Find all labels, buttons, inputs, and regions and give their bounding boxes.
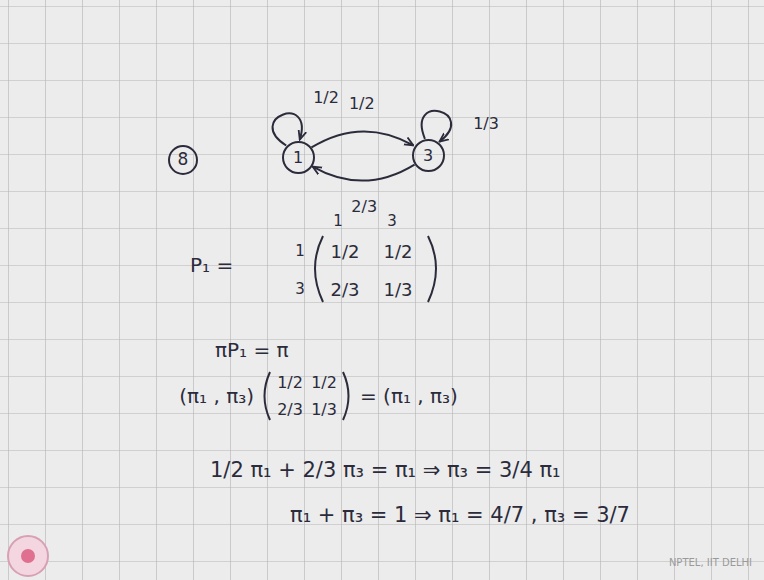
matrix-paren bbox=[265, 372, 271, 420]
transition-probability: 2/3 bbox=[351, 198, 377, 216]
logo bbox=[8, 536, 48, 576]
transition-probability: 1/2 bbox=[349, 95, 375, 113]
transition-arrow bbox=[311, 131, 413, 147]
column-header: 3 bbox=[387, 213, 397, 230]
matrix-entry: 1/3 bbox=[384, 280, 413, 301]
callout-number: 8 bbox=[178, 150, 189, 170]
example-circle bbox=[169, 146, 197, 174]
row-header: 3 bbox=[295, 281, 305, 298]
state-number: 3 bbox=[423, 146, 433, 165]
matrix-entry: 1/2 bbox=[331, 242, 360, 263]
state-circle: 1 bbox=[282, 141, 315, 174]
matrix-paren bbox=[343, 372, 349, 420]
row-vector: (π₁ , π₃) bbox=[179, 385, 254, 408]
logo-center bbox=[21, 549, 35, 563]
matrix-name: P₁ = bbox=[190, 254, 233, 277]
equation: = (π₁ , π₃) bbox=[360, 385, 458, 408]
matrix-entry: 1/2 bbox=[311, 374, 337, 392]
matrix-entry: 2/3 bbox=[331, 280, 360, 301]
equation: πP₁ = π bbox=[215, 339, 289, 362]
transition-probability: 1/3 bbox=[473, 115, 499, 133]
equation: π₁ + π₃ = 1 ⇒ π₁ = 4/7 , π₃ = 3/7 bbox=[290, 503, 630, 527]
matrix-entry: 1/2 bbox=[384, 242, 413, 263]
equation: 1/2 π₁ + 2/3 π₃ = π₁ ⇒ π₃ = 3/4 π₁ bbox=[210, 458, 561, 482]
matrix-entry: 2/3 bbox=[277, 401, 303, 419]
row-header: 1 bbox=[295, 243, 305, 260]
state-circle: 3 bbox=[412, 139, 445, 172]
state-number: 1 bbox=[293, 148, 303, 167]
self-loop bbox=[422, 111, 451, 142]
matrix-paren bbox=[315, 236, 323, 302]
watermark: NPTEL, IIT DELHI bbox=[669, 557, 752, 569]
matrix-paren bbox=[428, 236, 436, 302]
transition-arrow bbox=[313, 165, 415, 181]
matrix-entry: 1/3 bbox=[311, 401, 337, 419]
transition-probability: 1/2 bbox=[313, 89, 339, 107]
matrix-entry: 1/2 bbox=[277, 374, 303, 392]
column-header: 1 bbox=[333, 213, 343, 230]
